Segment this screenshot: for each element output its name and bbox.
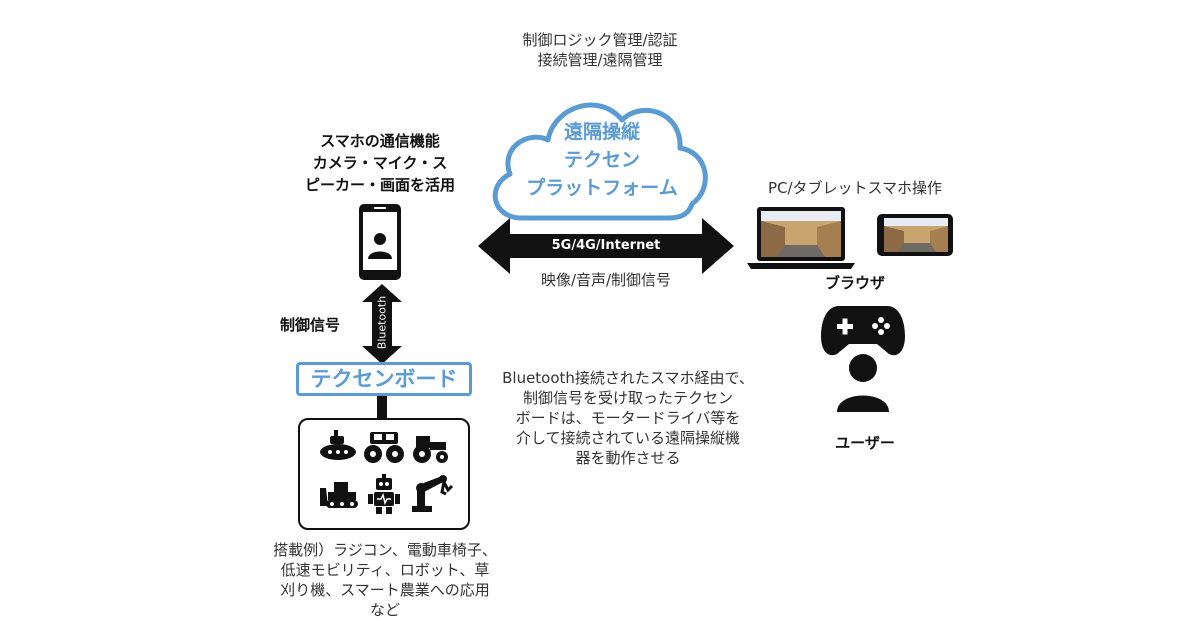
- cloud-icon: [492, 102, 708, 221]
- cloud-caption: 制御ロジック管理/認証 接続管理/遠隔管理: [440, 30, 760, 70]
- description-line-3: ボードは、モータードライバ等を: [515, 409, 741, 427]
- examples-line-1: 搭載例）ラジコン、電動車椅子、: [273, 541, 497, 559]
- cloud-title-line-3: プラットフォーム: [526, 177, 678, 199]
- cloud-caption-line-1: 制御ロジック管理/認証: [522, 31, 678, 49]
- client-caption: PC/タブレットスマホ操作: [767, 179, 943, 197]
- examples-line-3: 刈り機、スマート農業への応用: [280, 581, 490, 599]
- phone-caption-line-3: ピーカー・画面を活用: [304, 176, 455, 194]
- submarine-icon: [320, 430, 356, 460]
- phone-caption-line-1: スマホの通信機能: [320, 132, 440, 150]
- board-connector: [377, 396, 387, 418]
- description-line-1: Bluetooth接続されたスマホ経由で、: [502, 369, 754, 387]
- robot-icon: [368, 474, 400, 514]
- cloud-caption-line-2: 接続管理/遠隔管理: [537, 51, 663, 69]
- cloud-title-line-1: 遠隔操縦: [563, 121, 640, 143]
- phone-landscape-icon: [877, 214, 953, 256]
- network-sub-label: 映像/音声/制御信号: [540, 271, 672, 289]
- browser-label: ブラウザ: [824, 274, 885, 292]
- phone-caption: スマホの通信機能 カメラ・マイク・ス ピーカー・画面を活用: [265, 130, 495, 196]
- examples-text: 搭載例）ラジコン、電動車椅子、 低速モビリティ、ロボット、草 刈り機、スマート農…: [250, 540, 520, 620]
- phone-caption-line-2: カメラ・マイク・ス: [312, 154, 448, 172]
- description-text: Bluetooth接続されたスマホ経由で、 制御信号を受け取ったテクセン ボード…: [480, 368, 776, 468]
- cloud-title: 遠隔操縦 テクセン プラットフォーム: [482, 118, 722, 202]
- network-label: 5G/4G/Internet: [551, 238, 661, 253]
- examples-line-4: など: [369, 601, 400, 619]
- description-line-5: 器を動作させる: [575, 449, 681, 467]
- user-icon: [837, 354, 889, 412]
- user-label: ユーザー: [835, 434, 895, 452]
- bulldozer-icon: [320, 482, 358, 508]
- network-arrow: [478, 218, 734, 274]
- monster-truck-icon: [364, 432, 404, 463]
- bluetooth-label-wrap: Bluetooth: [352, 296, 412, 349]
- bluetooth-label: Bluetooth: [375, 295, 389, 350]
- cloud-title-line-2: テクセン: [563, 149, 640, 171]
- laptop-icon: [747, 207, 855, 269]
- smartphone-icon: [359, 204, 401, 280]
- bluetooth-arrow: [362, 284, 402, 364]
- control-signal-label: 制御信号: [280, 316, 341, 334]
- robot-arm-icon: [412, 475, 454, 512]
- techsen-board: テクセンボード: [296, 362, 472, 396]
- tractor-icon: [413, 436, 448, 463]
- description-line-2: 制御信号を受け取ったテクセン: [522, 389, 733, 407]
- description-line-4: 介して接続されている遠隔操縦機: [515, 429, 741, 447]
- gamepad-icon: [821, 306, 905, 356]
- examples-line-2: 低速モビリティ、ロボット、草: [280, 561, 490, 579]
